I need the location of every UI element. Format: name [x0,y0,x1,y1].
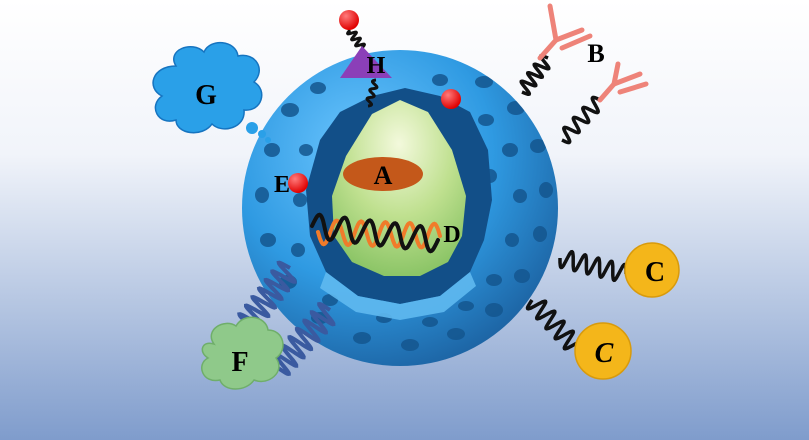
label-F: F [231,347,248,378]
gatekeeper-H: H [339,10,392,108]
label-E: E [274,172,290,198]
red-ball-H [339,10,359,30]
antibodies-B: B [519,3,649,145]
label-D: D [443,222,460,248]
antibody-2 [597,61,649,103]
red-dot [441,89,461,109]
label-A: A [374,161,393,190]
cargo-A: A [343,157,423,191]
cloud-F: F [201,260,336,390]
ligand-C-lower: C [525,299,632,380]
cloud-G: G [152,42,271,143]
ligand-C-upper: C [558,242,680,298]
label-H: H [367,53,386,79]
label-B: B [587,39,604,68]
nanoparticle-sphere [242,50,558,366]
purple-triangle-H [340,46,392,78]
label-C-lower: C [595,338,614,369]
antibody-1 [537,3,593,61]
label-G: G [195,80,217,111]
helix-D: D [310,212,461,254]
red-dot-E [288,173,308,193]
label-C-upper: C [645,257,665,288]
dot-E: E [274,172,308,198]
